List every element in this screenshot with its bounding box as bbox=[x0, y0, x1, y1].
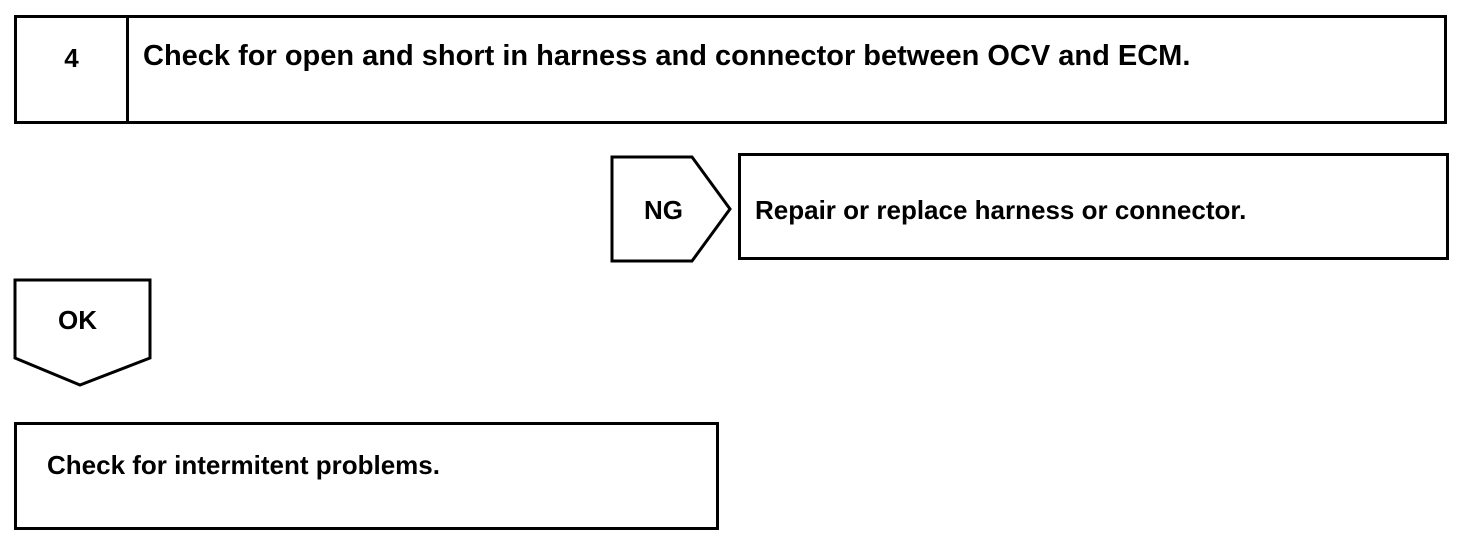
step-box: 4 Check for open and short in harness an… bbox=[14, 15, 1447, 124]
step-instruction: Check for open and short in harness and … bbox=[143, 40, 1191, 72]
ng-result-box: Repair or replace harness or connector. bbox=[738, 153, 1449, 260]
ng-arrow-icon bbox=[610, 155, 732, 263]
step-number-cell: 4 bbox=[17, 18, 129, 121]
ok-result-text: Check for intermitent problems. bbox=[47, 450, 440, 480]
ng-label: NG bbox=[644, 195, 683, 225]
ok-arrow-icon bbox=[13, 278, 152, 387]
ok-result-box: Check for intermitent problems. bbox=[14, 422, 719, 530]
step-number: 4 bbox=[64, 43, 79, 73]
ok-label: OK bbox=[58, 305, 97, 335]
ng-result-text: Repair or replace harness or connector. bbox=[755, 195, 1247, 225]
